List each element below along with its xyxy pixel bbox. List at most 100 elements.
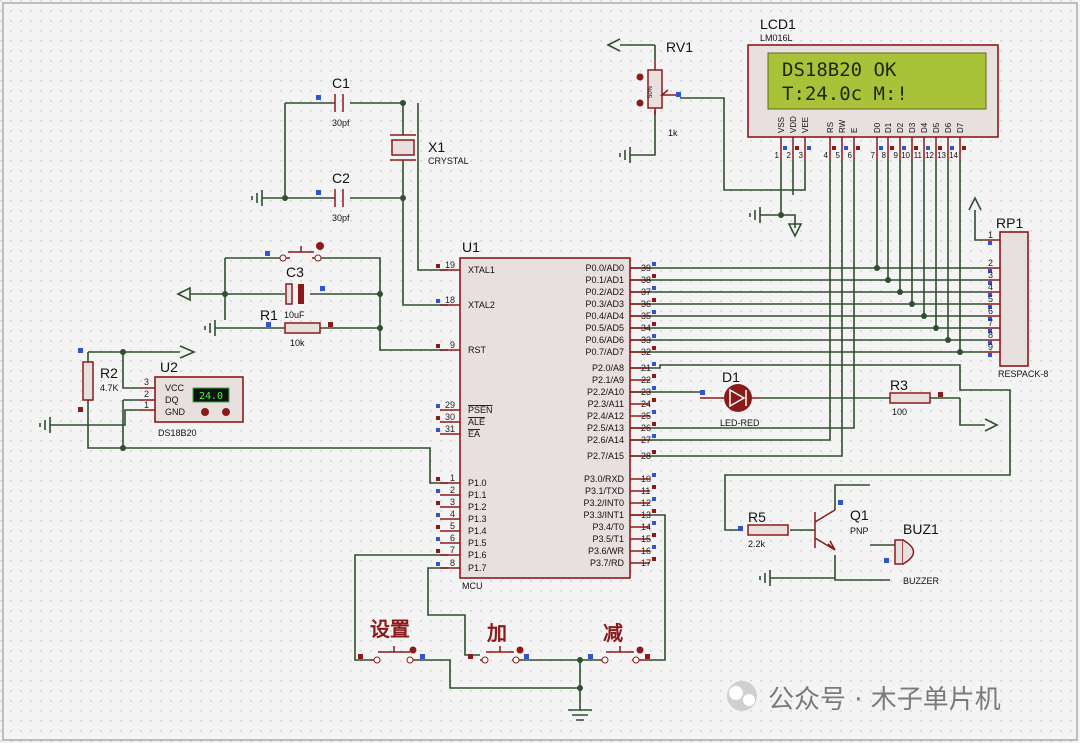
pin-marker	[436, 489, 440, 493]
pin-marker	[652, 434, 656, 438]
u1-pin-label: P3.6/WR	[588, 546, 625, 556]
c2-value: 30pf	[332, 213, 350, 223]
power-arrows	[176, 38, 999, 432]
pin-marker	[652, 386, 656, 390]
u1-pin-number: 27	[641, 435, 651, 445]
u1-pin-label: P2.2/A10	[587, 387, 624, 397]
lcd-pin-number: 12	[925, 151, 934, 160]
lcd-pin-number: 2	[787, 151, 792, 160]
pin-marker	[652, 557, 656, 561]
lcd-pin-label: D7	[956, 122, 965, 133]
u1-pin-number: 23	[641, 387, 651, 397]
lcd-line-1: DS18B20 OK	[782, 59, 897, 81]
subtract-button[interactable]: 减	[588, 621, 650, 664]
lcd-pin-number: 13	[937, 151, 946, 160]
rp1-pin-number: 8	[988, 330, 993, 340]
u2-pinnum-2: 2	[144, 389, 149, 399]
u1-pin-number: 1	[450, 473, 455, 483]
u1-pin-label: P2.3/A11	[588, 399, 624, 409]
pin-marker	[950, 146, 954, 150]
lcd-pin-number: 6	[848, 151, 853, 160]
add-button-label: 加	[486, 621, 507, 645]
rv1-ref: RV1	[666, 39, 693, 55]
lcd-pin-label: D6	[944, 122, 953, 133]
pin-marker	[938, 146, 942, 150]
lcd-pin-label: RW	[838, 119, 847, 133]
set-button-label: 设置	[370, 617, 410, 641]
u1-pin-number: 6	[450, 533, 455, 543]
u1-pin-number: 12	[641, 498, 651, 508]
pin-marker	[988, 293, 992, 297]
pin-marker	[436, 537, 440, 541]
transistor-q1: Q1 PNP	[814, 500, 869, 551]
u2-pin-gnd: GND	[165, 407, 186, 417]
u1-pin-label: P0.3/AD3	[585, 299, 624, 309]
lcd-pin-number: 8	[882, 151, 887, 160]
c1-value: 30pf	[332, 118, 350, 128]
u1-pin-number: 37	[641, 287, 651, 297]
u1-pin-number: 30	[445, 412, 455, 422]
reset-button[interactable]	[265, 242, 324, 262]
u1-pin-number: 16	[641, 546, 651, 556]
rp1-pin-number: 3	[988, 270, 993, 280]
lcd-pin-number: 3	[799, 151, 804, 160]
u1-pin-number: 36	[641, 299, 651, 309]
rp1-pin-number: 2	[988, 258, 993, 268]
u1-pin-label: P0.5/AD5	[585, 323, 624, 333]
add-button[interactable]: 加	[468, 621, 529, 664]
u1-pin-label: P2.7/A15	[587, 451, 624, 461]
u1-pin-label: P3.1/TXD	[585, 486, 625, 496]
u1-pin-label: P3.4/T0	[592, 522, 624, 532]
u1-pin-label: P0.2/AD2	[585, 287, 624, 297]
u1-pin-number: 26	[641, 423, 651, 433]
subtract-button-label: 减	[603, 621, 623, 645]
pin-marker	[436, 525, 440, 529]
lcd-pin-label: D3	[908, 122, 917, 133]
pin-marker	[436, 501, 440, 505]
u1-pin-number: 32	[641, 347, 651, 357]
pin-marker	[890, 146, 894, 150]
u1-pin-label: P3.5/T1	[592, 534, 624, 544]
x1-value: CRYSTAL	[428, 156, 469, 166]
u2-reading: 24.0	[199, 391, 223, 402]
u1-pin-label: XTAL2	[468, 300, 495, 310]
rp1-part: RESPACK-8	[998, 369, 1048, 379]
buz1-ref: BUZ1	[903, 521, 939, 537]
u1-pin-number: 2	[450, 485, 455, 495]
led-d1: D1 LED-RED	[700, 369, 760, 428]
r3-ref: R3	[890, 377, 908, 393]
u2-pinnum-1: 1	[144, 400, 149, 410]
u1-pin-label: P2.1/A9	[592, 375, 624, 385]
pin-marker	[652, 485, 656, 489]
q1-part: PNP	[850, 526, 869, 536]
pin-marker	[652, 334, 656, 338]
pin-marker	[652, 521, 656, 525]
u1-pin-number: 21	[641, 363, 651, 373]
lcd-pin-label: VEE	[801, 117, 810, 133]
set-button[interactable]: 设置	[358, 617, 425, 664]
u1-ref: U1	[462, 239, 480, 255]
q1-ref: Q1	[850, 507, 869, 523]
u1-pin-label: P0.1/AD1	[585, 275, 624, 285]
resistor-r1: R1 10k	[260, 307, 333, 348]
sensor-u2: 24.0 VCC DQ GND 3 2 1 U2 DS18B20	[140, 359, 244, 438]
potentiometer-rv1: 50% RV1 1k	[636, 39, 693, 138]
pin-marker	[436, 428, 440, 432]
u2-pin-dq: DQ	[165, 395, 179, 405]
pin-marker	[652, 286, 656, 290]
u1-pin-label: P3.0/RXD	[584, 474, 625, 484]
c2-ref: C2	[332, 170, 350, 186]
u1-pin-number: 14	[641, 522, 651, 532]
lcd-pin-number: 5	[836, 151, 841, 160]
u1-pin-number: 15	[641, 534, 651, 544]
lcd-pin-number: 7	[871, 151, 876, 160]
lcd-pin-label: D2	[896, 122, 905, 133]
pin-marker	[652, 298, 656, 302]
d1-part: LED-RED	[720, 418, 760, 428]
lcd-display: DS18B20 OK T:24.0c M:! LCD1 LM016L VSS1V…	[747, 16, 999, 160]
u1-pin-label: P1.5	[468, 538, 487, 548]
u1-pin-label: EA	[468, 429, 480, 439]
